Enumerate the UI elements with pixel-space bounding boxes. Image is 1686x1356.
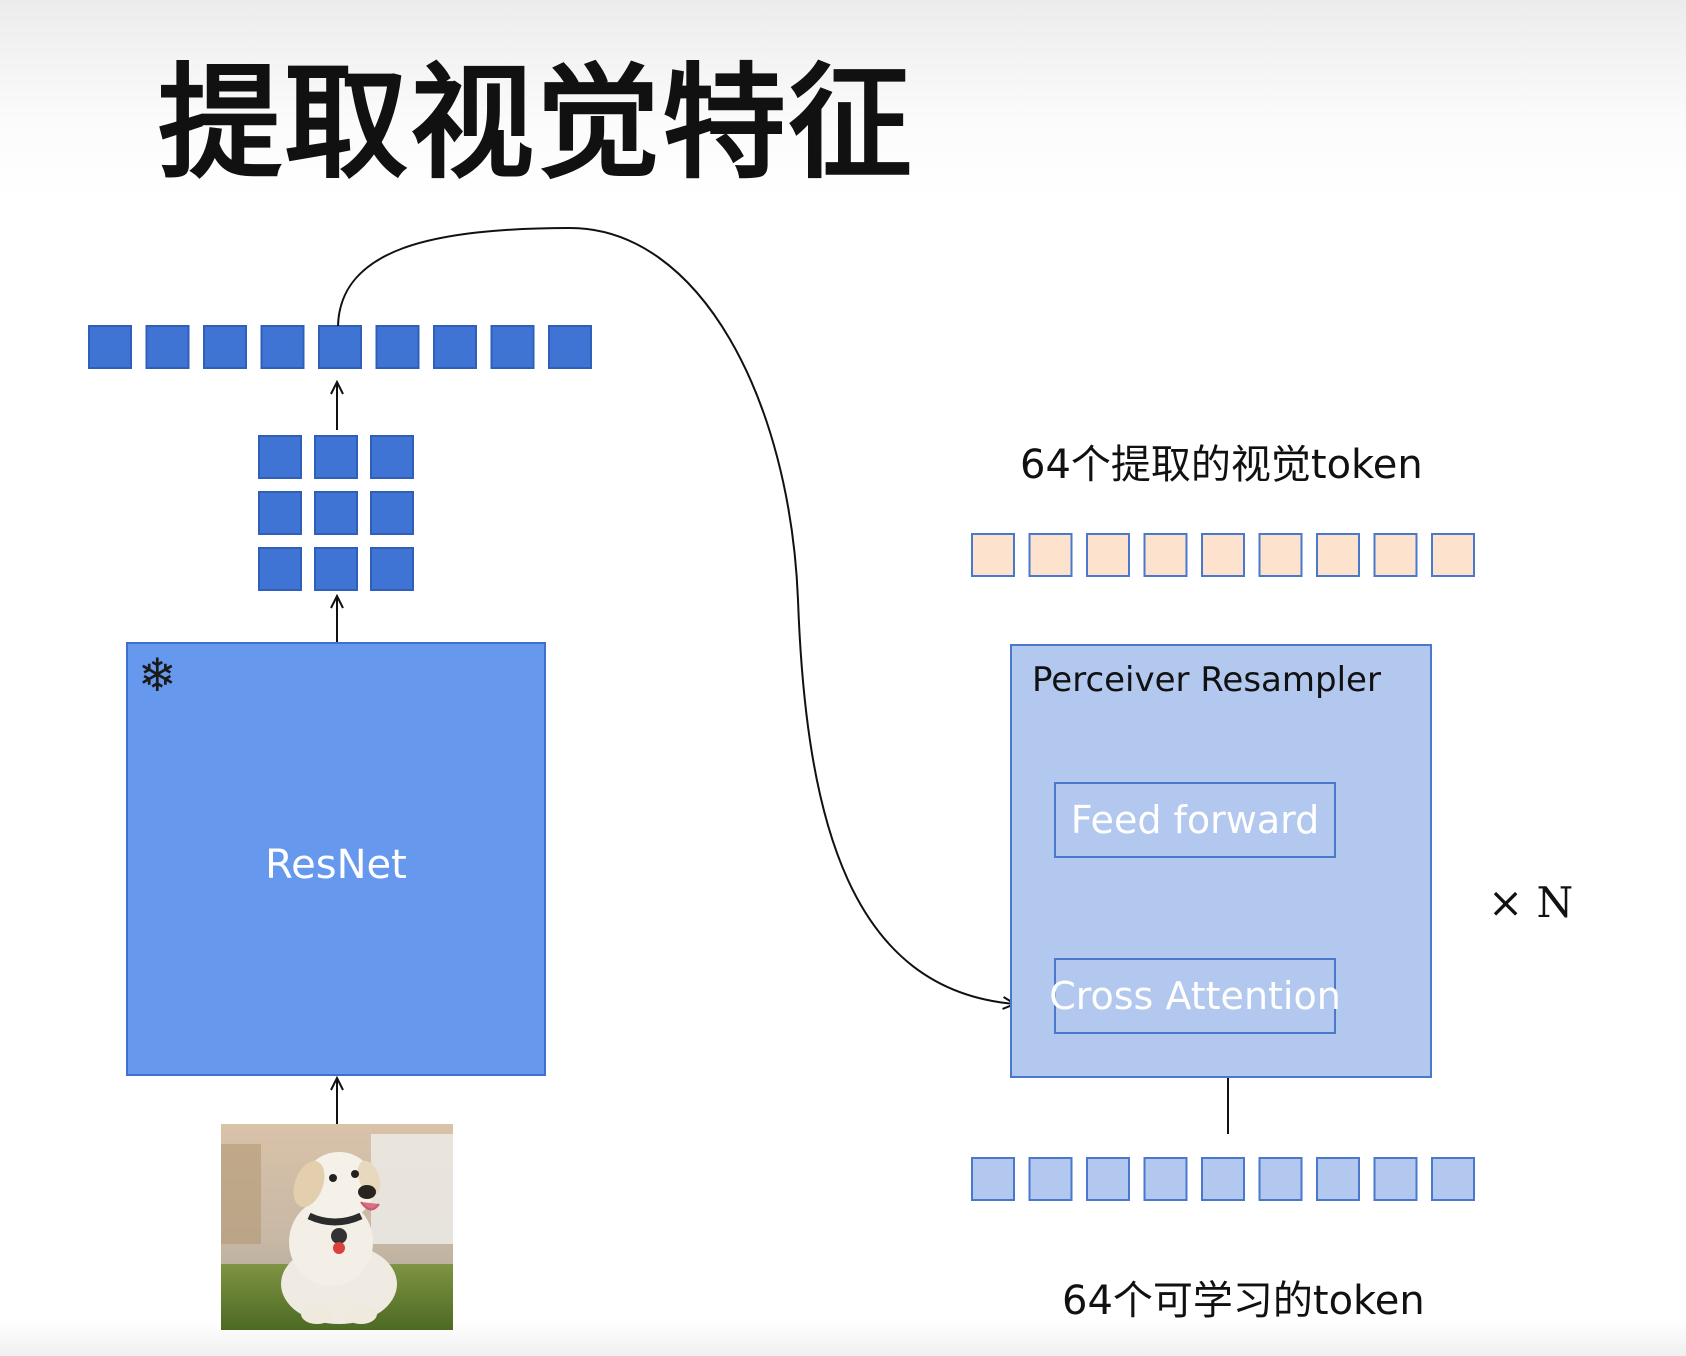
feed-forward-block: Feed forward (1054, 782, 1336, 858)
extracted-token (1201, 533, 1245, 577)
feature-token (375, 325, 420, 369)
cross-attention-block: Cross Attention (1049, 958, 1341, 1034)
learnable-token (1316, 1157, 1360, 1201)
feature-map-cell (370, 491, 414, 535)
feature-map-cell (370, 435, 414, 479)
perceiver-resampler-block: Perceiver Resampler Feed forward Cross A… (1010, 644, 1432, 1078)
flattened-feature-tokens (88, 325, 592, 369)
learnable-token (1086, 1157, 1130, 1201)
extracted-token (1028, 533, 1073, 577)
input-puppy-image (221, 1124, 453, 1330)
resnet-label: ResNet (265, 842, 407, 888)
slide-title: 提取视觉特征 (158, 52, 915, 196)
learnable-token (1201, 1157, 1245, 1201)
extracted-token (1143, 533, 1188, 577)
feature-token (490, 325, 535, 369)
extracted-token (971, 533, 1015, 577)
repeat-n-label: × N (1488, 878, 1574, 927)
arrow-features-to-cross-attention (337, 226, 1015, 1004)
perceiver-resampler-label: Perceiver Resampler (1032, 660, 1381, 700)
learnable-token (1028, 1157, 1073, 1201)
feature-map-cell (258, 491, 302, 535)
feature-map-cell (258, 435, 302, 479)
extracted-tokens-label: 64个提取的视觉token (1020, 442, 1423, 488)
feature-map-cell (314, 547, 358, 591)
feature-token (318, 325, 362, 369)
feature-token (203, 325, 247, 369)
snowflake-icon: ❄ (138, 648, 177, 702)
feature-map-cell (370, 547, 414, 591)
feature-token (548, 325, 592, 369)
extracted-token (1431, 533, 1475, 577)
learnable-tokens-label: 64个可学习的token (1062, 1278, 1425, 1324)
feature-token (88, 325, 132, 369)
learnable-token (1373, 1157, 1418, 1201)
learnable-token (1143, 1157, 1188, 1201)
feature-token (145, 325, 190, 369)
feature-map-cell (258, 547, 302, 591)
extracted-token (1086, 533, 1130, 577)
learnable-token (1258, 1157, 1303, 1201)
extracted-visual-tokens (971, 533, 1475, 577)
learnable-token (971, 1157, 1015, 1201)
extracted-token (1316, 533, 1360, 577)
feature-map-cell (314, 491, 358, 535)
learnable-token (1431, 1157, 1475, 1201)
extracted-token (1258, 533, 1303, 577)
feature-token (260, 325, 305, 369)
learnable-tokens (971, 1157, 1475, 1201)
extracted-token (1373, 533, 1418, 577)
feature-token (433, 325, 477, 369)
feature-map-cell (314, 435, 358, 479)
resnet-block: ❄ ResNet (126, 642, 546, 1076)
feature-map-grid (258, 435, 414, 591)
